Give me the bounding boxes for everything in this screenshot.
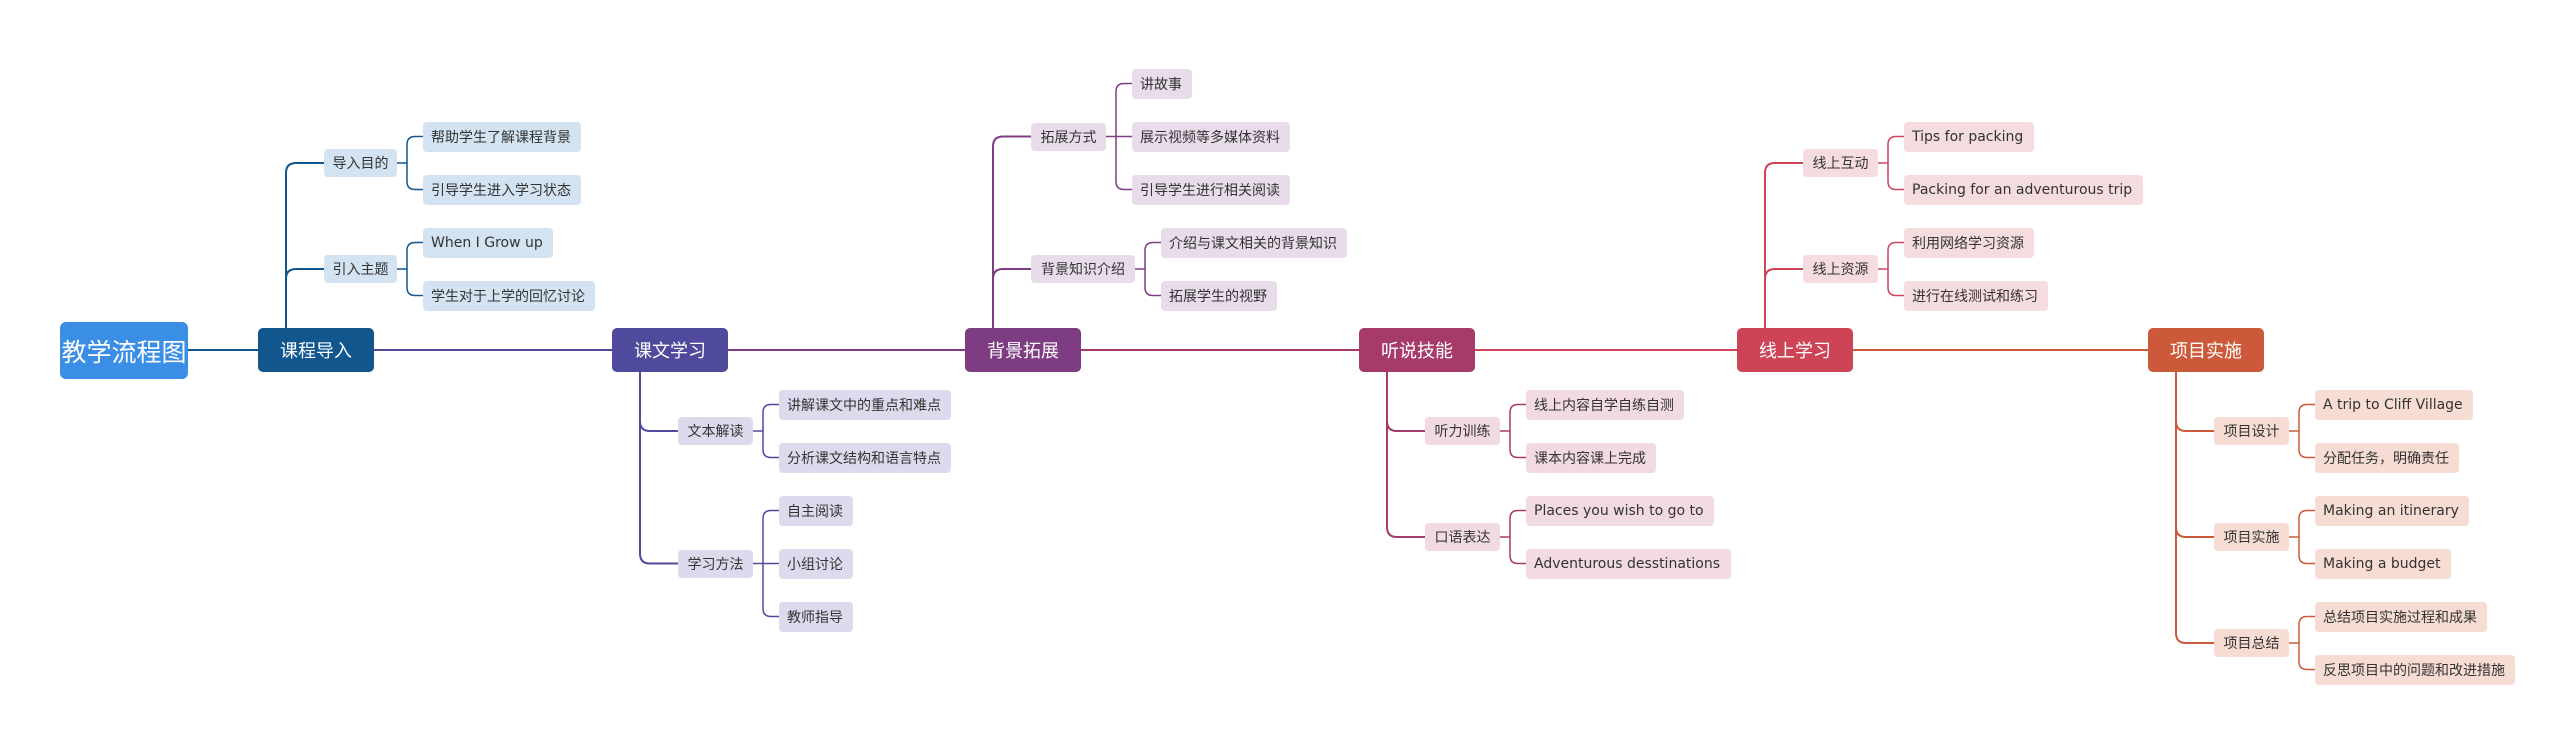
leaf-node-3-1-0[interactable]: Places you wish to go to [1526, 495, 1714, 526]
leaf-link-0-0-0 [406, 135, 423, 163]
branch-link-5-0 [2175, 372, 2214, 432]
leaf-node-0-1-0[interactable]: When I Grow up [423, 227, 553, 258]
branch-link-3-0 [1386, 372, 1425, 432]
leaf-node-5-2-0[interactable]: 总结项目实施过程和成果 [2315, 601, 2487, 632]
branch-link-2-1 [992, 268, 1031, 328]
leaf-link-0-1-1 [406, 269, 423, 297]
leaf-node-2-0-0[interactable]: 讲故事 [1132, 68, 1192, 99]
branch-node-0[interactable]: 课程导入 [258, 328, 374, 372]
leaf-node-4-1-0[interactable]: 利用网络学习资源 [1904, 227, 2034, 258]
leaf-node-0-1-1[interactable]: 学生对于上学的回忆讨论 [423, 280, 595, 311]
leaf-link-4-0-1 [1887, 163, 1904, 191]
branch-link-5-2 [2175, 372, 2214, 644]
leaf-link-4-0-0 [1887, 135, 1904, 163]
sub-node-1-1[interactable]: 学习方法 [678, 549, 753, 578]
leaf-link-4-1-0 [1887, 241, 1904, 269]
leaf-node-5-0-0[interactable]: A trip to Cliff Village [2315, 389, 2473, 420]
leaf-node-1-1-0[interactable]: 自主阅读 [779, 495, 853, 526]
sub-node-4-1[interactable]: 线上资源 [1803, 255, 1878, 283]
leaf-node-1-0-0[interactable]: 讲解课文中的重点和难点 [779, 389, 951, 420]
leaf-link-0-0-1 [406, 163, 423, 191]
leaf-node-0-0-1[interactable]: 引导学生进入学习状态 [423, 174, 581, 205]
sub-node-3-0[interactable]: 听力训练 [1425, 417, 1500, 445]
leaf-link-2-0-0 [1115, 82, 1132, 137]
leaf-link-3-0-0 [1509, 403, 1526, 431]
leaf-node-5-1-1[interactable]: Making a budget [2315, 548, 2451, 579]
sub-node-2-1[interactable]: 背景知识介绍 [1031, 255, 1135, 283]
branch-node-3[interactable]: 听说技能 [1359, 328, 1475, 372]
leaf-node-5-0-1[interactable]: 分配任务，明确责任 [2315, 442, 2459, 473]
leaf-node-2-1-0[interactable]: 介绍与课文相关的背景知识 [1161, 227, 1347, 258]
leaf-node-5-2-1[interactable]: 反思项目中的问题和改进措施 [2315, 654, 2515, 685]
leaf-node-4-0-0[interactable]: Tips for packing [1904, 121, 2034, 152]
leaf-link-1-0-1 [762, 431, 779, 459]
leaf-link-5-1-1 [2298, 537, 2315, 565]
sub-node-4-0[interactable]: 线上互动 [1803, 149, 1878, 177]
leaf-link-5-0-0 [2298, 403, 2315, 431]
sub-node-0-1[interactable]: 引入主题 [324, 255, 397, 283]
leaf-node-5-1-0[interactable]: Making an itinerary [2315, 495, 2469, 526]
branch-link-3-1 [1386, 372, 1425, 538]
branch-node-2[interactable]: 背景拓展 [965, 328, 1081, 372]
leaf-node-1-1-1[interactable]: 小组讨论 [779, 548, 853, 579]
leaf-node-2-0-1[interactable]: 展示视频等多媒体资料 [1132, 121, 1290, 152]
sub-node-0-0[interactable]: 导入目的 [324, 149, 397, 177]
branch-node-1[interactable]: 课文学习 [612, 328, 728, 372]
leaf-link-5-1-0 [2298, 509, 2315, 537]
leaf-link-2-0-2 [1115, 136, 1132, 191]
branch-link-1-1 [639, 372, 678, 565]
leaf-node-3-1-1[interactable]: Adventurous desstinations [1526, 548, 1731, 579]
leaf-link-1-1-2 [762, 563, 779, 618]
leaf-link-1-0-0 [762, 403, 779, 431]
leaf-link-1-1-0 [762, 509, 779, 564]
branch-node-4[interactable]: 线上学习 [1737, 328, 1853, 372]
sub-node-2-0[interactable]: 拓展方式 [1031, 122, 1106, 151]
branch-link-4-1 [1764, 268, 1803, 328]
branch-link-2-0 [992, 135, 1031, 328]
sub-node-5-0[interactable]: 项目设计 [2214, 417, 2289, 445]
leaf-node-4-0-1[interactable]: Packing for an adventurous trip [1904, 174, 2143, 205]
branch-link-5-1 [2175, 372, 2214, 538]
branch-link-4-0 [1764, 162, 1803, 328]
leaf-node-1-1-2[interactable]: 教师指导 [779, 601, 853, 632]
root-node[interactable]: 教学流程图 [60, 322, 188, 379]
leaf-link-4-1-1 [1887, 269, 1904, 297]
leaf-link-0-1-0 [406, 241, 423, 269]
branch-link-1-0 [639, 372, 678, 432]
leaf-link-5-2-1 [2298, 643, 2315, 671]
leaf-node-3-0-1[interactable]: 课本内容课上完成 [1526, 442, 1656, 473]
leaf-link-2-1-1 [1144, 269, 1161, 297]
leaf-link-5-0-1 [2298, 431, 2315, 459]
leaf-link-3-1-0 [1509, 509, 1526, 537]
leaf-node-2-1-1[interactable]: 拓展学生的视野 [1161, 280, 1277, 311]
sub-node-3-1[interactable]: 口语表达 [1425, 523, 1500, 551]
branch-node-5[interactable]: 项目实施 [2148, 328, 2264, 372]
branch-link-0-0 [285, 162, 324, 328]
leaf-link-3-1-1 [1509, 537, 1526, 565]
sub-node-5-1[interactable]: 项目实施 [2214, 523, 2289, 551]
sub-node-5-2[interactable]: 项目总结 [2214, 629, 2289, 657]
leaf-link-2-1-0 [1144, 241, 1161, 269]
leaf-link-5-2-0 [2298, 615, 2315, 643]
leaf-node-3-0-0[interactable]: 线上内容自学自练自测 [1526, 389, 1684, 420]
leaf-node-4-1-1[interactable]: 进行在线测试和练习 [1904, 280, 2048, 311]
sub-node-1-0[interactable]: 文本解读 [678, 417, 753, 445]
leaf-link-3-0-1 [1509, 431, 1526, 459]
branch-link-0-1 [285, 268, 324, 328]
leaf-node-0-0-0[interactable]: 帮助学生了解课程背景 [423, 121, 581, 152]
leaf-node-1-0-1[interactable]: 分析课文结构和语言特点 [779, 442, 951, 473]
leaf-node-2-0-2[interactable]: 引导学生进行相关阅读 [1132, 174, 1290, 205]
